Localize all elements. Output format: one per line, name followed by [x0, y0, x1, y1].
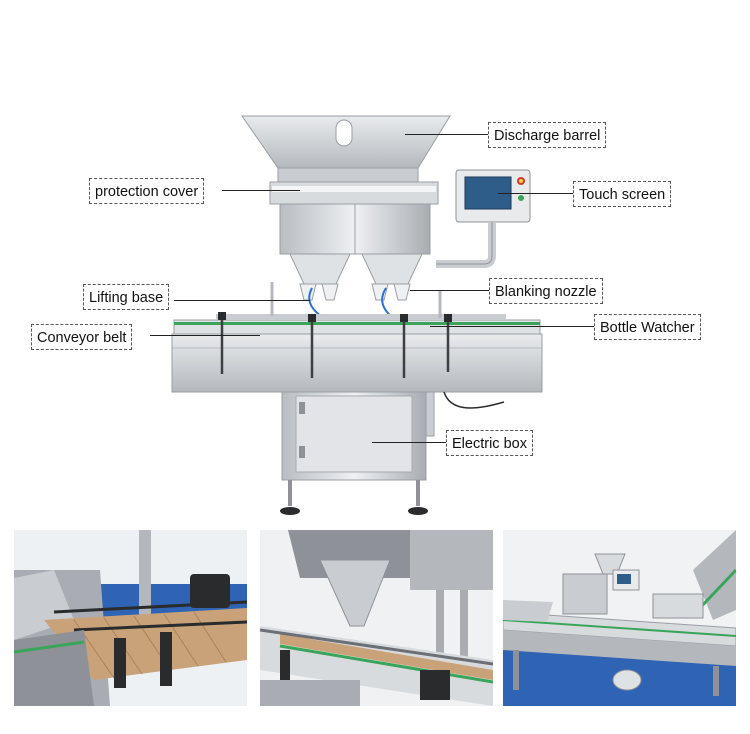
detail-photo-nozzle-closeup	[260, 530, 493, 706]
label-blanking-nozzle: Blanking nozzle	[489, 278, 603, 304]
post-knobs	[218, 312, 452, 322]
protection-cover-assembly	[269, 181, 439, 255]
label-discharge-barrel: Discharge barrel	[488, 122, 607, 148]
touch-screen-assembly	[436, 169, 531, 268]
leader-touch-screen	[498, 193, 574, 194]
guide-posts	[220, 316, 450, 378]
electric-box-cabinet	[281, 391, 505, 481]
leader-conveyor-belt	[150, 335, 260, 336]
label-conveyor-belt: Conveyor belt	[31, 324, 133, 350]
label-lifting-base: Lifting base	[83, 284, 170, 310]
detail-photo-conveyor-closeup	[14, 530, 247, 706]
leader-bottle-watcher	[430, 326, 594, 327]
label-protection-cover: protection cover	[89, 178, 205, 204]
machine-feet	[280, 480, 428, 515]
detail-photo-full-line	[503, 530, 736, 706]
label-touch-screen: Touch screen	[573, 181, 672, 207]
counting-machine-illustration	[171, 115, 543, 515]
funnels	[289, 253, 423, 301]
label-bottle-watcher: Bottle Watcher	[594, 314, 701, 340]
hopper	[241, 115, 451, 183]
leader-discharge-barrel	[405, 134, 489, 135]
leader-electric-box	[372, 442, 446, 443]
leader-lifting-base	[174, 300, 310, 301]
leader-blanking-nozzle	[410, 290, 490, 291]
label-electric-box: Electric box	[446, 430, 533, 456]
main-diagram: Discharge barrel protection cover Touch …	[31, 115, 701, 515]
leader-protection-cover	[222, 190, 300, 191]
